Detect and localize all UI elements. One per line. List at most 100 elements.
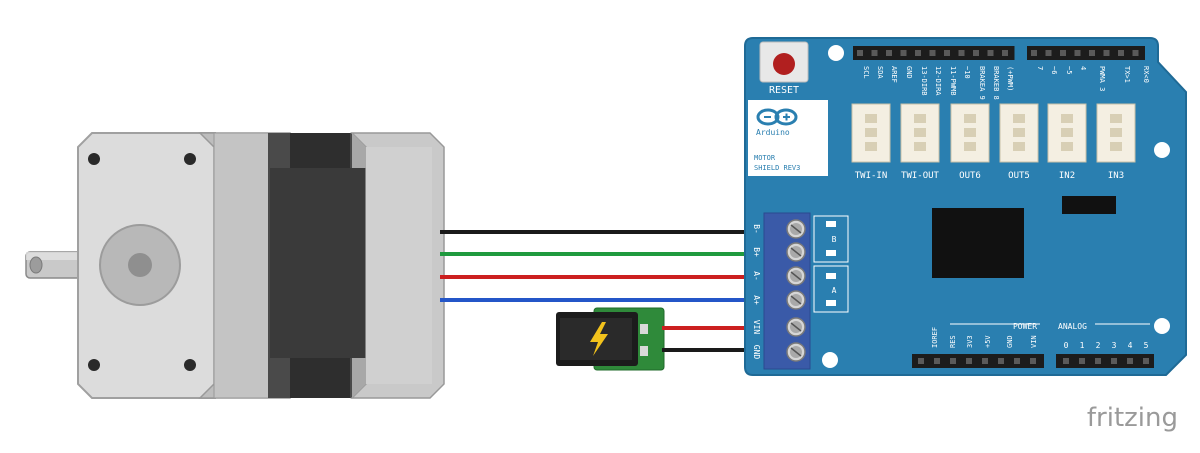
power-pin-label: +5V (984, 335, 992, 348)
analog-pin-label: 4 (1128, 341, 1133, 350)
header-pin (1127, 358, 1133, 364)
header-pin (857, 50, 863, 56)
connector-twi-out: TWI-OUT (900, 103, 940, 181)
connector-in3: IN3 (1096, 103, 1136, 181)
screw-terminal (786, 290, 806, 310)
analog-pin-label: 0 (1064, 341, 1069, 350)
top-pin-label: PWMA 3 (1098, 66, 1106, 91)
connector-out6: OUT6 (950, 103, 990, 181)
terminal-label: VIN (752, 320, 761, 335)
board-hole (1154, 142, 1170, 158)
top-pin-label: 13-DIRB (920, 66, 928, 96)
header-pin (1095, 358, 1101, 364)
top-header-left (853, 46, 1015, 60)
header-pin (915, 50, 921, 56)
analog-pin-label: 1 (1080, 341, 1085, 350)
connector-label: OUT6 (959, 171, 981, 181)
header-pin (998, 358, 1004, 364)
header-pin (1118, 50, 1124, 56)
shield-title-line2: SHIELD REV3 (754, 164, 800, 172)
header-pin (944, 50, 950, 56)
header-pin (929, 50, 936, 56)
analog-header-label: ANALOG (1058, 322, 1087, 331)
connector-label: IN2 (1059, 171, 1075, 181)
connector-twi-in: TWI-IN (851, 103, 891, 181)
connector-label: TWI-OUT (901, 171, 940, 181)
channel-b-box (813, 215, 849, 263)
header-pin (958, 50, 965, 56)
fritzing-watermark: fritzing (1087, 403, 1178, 433)
channel-a-box (813, 265, 849, 313)
screw-terminal (786, 242, 806, 262)
motor-stator (270, 168, 380, 358)
analog-pin-label: 2 (1096, 341, 1101, 350)
board-hole (822, 352, 838, 368)
mount-hole (88, 153, 100, 165)
mount-hole (184, 359, 196, 371)
header-pin (973, 50, 979, 56)
header-pin (1132, 50, 1139, 56)
board-hole (1154, 318, 1170, 334)
board-hole (828, 45, 844, 61)
screw-terminal (786, 219, 806, 239)
header-pin (1079, 358, 1085, 364)
header-pin (1063, 358, 1069, 364)
stepper-motor (25, 132, 445, 399)
reset-label: RESET (769, 85, 799, 96)
header-pin (1060, 50, 1066, 56)
top-pin-label: 11-PWMB (949, 66, 957, 96)
top-pin-label: ~10 (963, 66, 971, 79)
header-pin (966, 358, 972, 364)
power-pin-label: IOREF (931, 327, 939, 348)
terminal-label: A+ (752, 295, 761, 305)
header-pin (1111, 358, 1117, 364)
terminal-label: B+ (752, 247, 761, 257)
top-pin-label: 7 (1036, 66, 1044, 70)
connector-in2: IN2 (1047, 103, 1087, 181)
terminal-block (763, 212, 811, 370)
power-pin-label: 3V3 (966, 335, 974, 348)
screw-terminal (786, 342, 806, 362)
power-pin-label: VIN (1030, 335, 1038, 348)
top-pin-label: RX<0 (1142, 66, 1150, 83)
power-pin-header (912, 354, 1044, 368)
arduino-logo-icon (756, 108, 798, 126)
top-pin-label: SCL (862, 66, 870, 79)
analog-pin-header (1056, 354, 1154, 368)
top-pin-label: GND (905, 66, 913, 79)
top-pin-label: TX>1 (1123, 66, 1131, 83)
screw-terminals (786, 219, 806, 362)
top-pin-label: 4 (1079, 66, 1087, 70)
header-pin (1045, 50, 1052, 56)
small-chip (1062, 196, 1116, 214)
top-pin-label: 12-DIRA (934, 66, 942, 96)
header-pin (886, 50, 892, 56)
header-pin (871, 50, 878, 56)
top-pin-label: ~6 (1050, 66, 1058, 74)
header-pin (950, 358, 956, 364)
header-pin (987, 50, 994, 56)
header-pin (1143, 358, 1149, 364)
header-pin (1030, 358, 1036, 364)
mount-hole (184, 153, 196, 165)
top-pin-headers (853, 46, 1145, 60)
motor-wires (440, 230, 764, 302)
header-pin (1089, 50, 1095, 56)
connector-out5: OUT5 (999, 103, 1039, 181)
connector-label: TWI-IN (855, 171, 888, 181)
terminal-label: B- (752, 224, 761, 234)
header-pin (934, 358, 940, 364)
header-pin (918, 358, 924, 364)
reset-button-cap (773, 53, 795, 75)
header-pin (1031, 50, 1037, 56)
header-pin (982, 358, 988, 364)
brand-label: Arduino (756, 128, 790, 137)
channel-a-label: A (832, 286, 837, 295)
connector-label: IN3 (1108, 171, 1124, 181)
header-pin (1002, 50, 1008, 56)
